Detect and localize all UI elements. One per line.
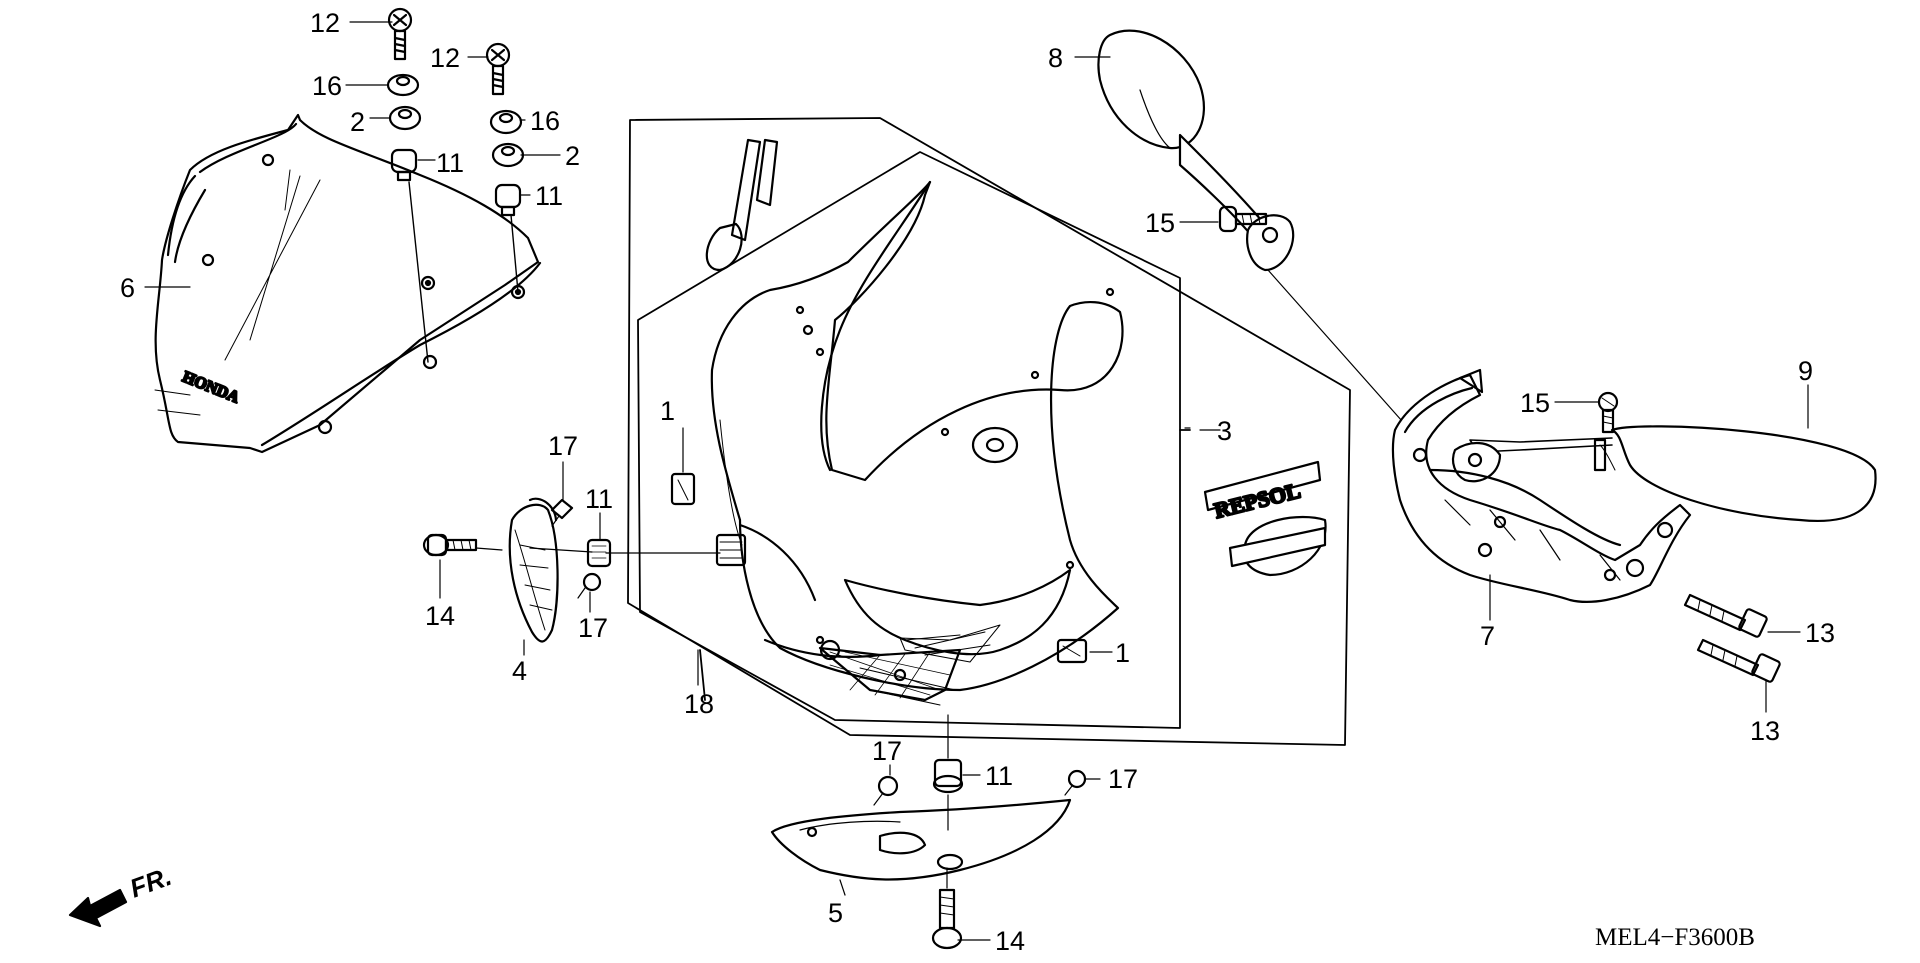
cowl-stay-part-7 [1391, 368, 1692, 603]
callout-1a: 1 [660, 396, 675, 426]
callout-17d: 17 [1108, 764, 1138, 794]
decal-repsol: REPSOL [1203, 460, 1327, 577]
callout-labels: 12 16 2 11 12 16 2 11 6 1 1 3 8 15 15 9 … [120, 8, 1835, 956]
callout-18: 18 [684, 689, 714, 719]
repsol-decal-text: REPSOL [1211, 478, 1302, 524]
clip-nut-1 [670, 427, 1088, 664]
callout-12b: 12 [430, 43, 460, 73]
callout-14b: 14 [995, 926, 1025, 956]
callout-17c: 17 [872, 736, 902, 766]
mirror-left-part-8 [1097, 29, 1411, 431]
leader-lines [144, 21, 1809, 941]
windscreen-hardware-right [485, 42, 525, 293]
callout-14a: 14 [425, 601, 455, 631]
front-direction-label: FR. [126, 861, 176, 904]
windscreen-hardware-left [386, 7, 429, 363]
decal-number-stripe [705, 138, 779, 272]
callout-15a: 15 [1145, 208, 1175, 238]
hardware-4-group [422, 498, 612, 599]
kit-outline [627, 117, 1351, 746]
front-direction-arrow [68, 888, 128, 928]
callout-3: 3 [1217, 416, 1232, 446]
callout-11d: 11 [985, 761, 1013, 791]
callout-16a: 16 [312, 71, 342, 101]
callout-2a: 2 [350, 107, 365, 137]
callout-16b: 16 [530, 106, 560, 136]
callout-4: 4 [512, 656, 527, 686]
callout-8: 8 [1048, 43, 1063, 73]
mirror-screws-15 [1218, 205, 1619, 434]
windscreen-part-6: HONDA [154, 113, 542, 454]
flange-bolts-13 [1683, 593, 1781, 713]
callout-7: 7 [1480, 621, 1495, 651]
callout-11a: 11 [436, 148, 464, 178]
drawing-code: MEL4−F3600B [1595, 924, 1755, 951]
callout-17a: 17 [548, 431, 578, 461]
callout-13b: 13 [1750, 716, 1780, 746]
callout-13a: 13 [1805, 618, 1835, 648]
callout-9: 9 [1798, 356, 1813, 386]
lower-mesh [818, 646, 962, 702]
inner-panel-part-4 [508, 497, 721, 643]
callout-11b: 11 [535, 181, 563, 211]
callout-1b: 1 [1115, 638, 1130, 668]
callout-12a: 12 [310, 8, 340, 38]
mirror-right-part-9 [1451, 425, 1877, 522]
callout-2b: 2 [565, 141, 580, 171]
lower-panel-part-5 [770, 798, 1072, 881]
upper-cowl-part [710, 180, 1124, 706]
callout-6: 6 [120, 273, 135, 303]
callout-11c: 11 [585, 484, 613, 514]
callout-5: 5 [828, 898, 843, 928]
callout-17b: 17 [578, 613, 608, 643]
lower-hardware [873, 714, 1087, 950]
callout-15b: 15 [1520, 388, 1550, 418]
